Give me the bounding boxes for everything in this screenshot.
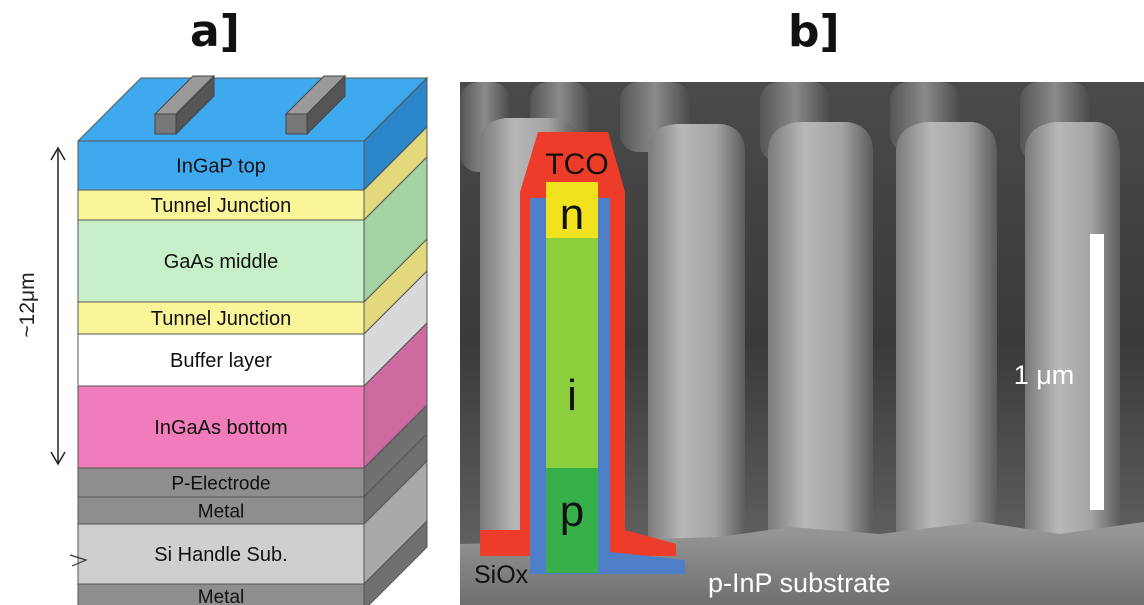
layer-front-7 [77,496,365,525]
layer-front-8 [77,523,365,585]
panel-a-label: a] [190,6,240,57]
p-label: p [560,487,584,536]
tco-label: TCO [545,148,608,181]
layer-label-8: Si Handle Sub. [154,544,287,566]
cut-mark [69,554,88,567]
siox-label: SiOx [474,561,529,589]
thickness-arrow-bottom [50,451,66,466]
layer-front-3 [77,301,365,335]
panel-b-label: b] [788,6,840,57]
layer-label-5: InGaAs bottom [154,417,287,439]
scale-bar [1090,234,1104,510]
layer-label-2: GaAs middle [164,251,279,273]
layer-label-3: Tunnel Junction [151,308,291,330]
layer-front-5 [77,385,365,469]
n-region [546,182,598,238]
layer-label-4: Buffer layer [170,350,272,372]
layer-front-9 [77,583,365,605]
layer-front-4 [77,333,365,387]
i-label: i [567,371,577,420]
layer-label-9: Metal [198,587,244,605]
p-region [546,468,598,573]
layer-label-0: InGaP top [176,156,266,178]
panel-b-diagram: TCO n i p SiOx p-InP substrate 1 μm [460,82,1144,605]
thickness-label: ~12μm [16,272,39,337]
nanowire-overlay [480,132,685,574]
layer-front-1 [77,189,365,221]
layer-label-1: Tunnel Junction [151,195,291,217]
scale-label: 1 μm [1014,360,1075,390]
substrate-label: p-InP substrate [708,568,891,598]
thickness-arrow-top [50,146,66,161]
layer-label-6: P-Electrode [171,474,270,495]
i-region [546,238,598,468]
contact-bar-right [284,74,347,136]
contact-bar-left [153,74,216,136]
n-label: n [560,190,584,239]
layer-label-7: Metal [198,502,244,523]
